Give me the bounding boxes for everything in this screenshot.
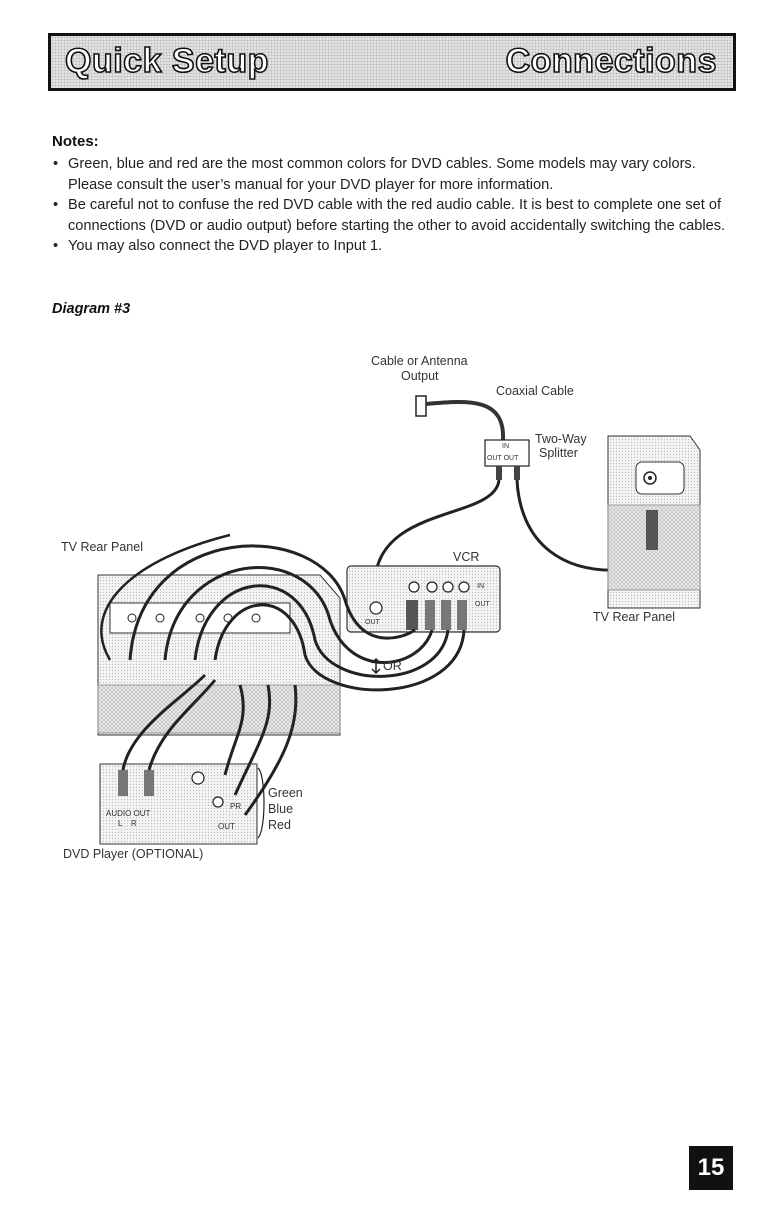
vcr-out-label-2: OUT [365,619,380,626]
tv-rear-panel-right-label: TV Rear Panel [593,610,675,624]
tv-vcr-cable [193,584,450,678]
splitter-label: Two-Way [535,432,587,446]
or-label: OR [383,659,402,673]
audio-out-label: AUDIO OUT [106,809,151,818]
blue-label: Blue [268,802,294,816]
audio-cable [147,679,217,771]
audio-cable [121,673,207,771]
vcr-label: VCR [453,550,480,564]
page-number: 15 [689,1146,733,1190]
or-arrow-icon [371,657,381,675]
header-title-right: Connections [505,41,718,81]
note-item: You may also connect the DVD player to I… [52,236,732,257]
lr-label: L R [118,819,137,828]
red-label: Red [268,818,291,832]
antenna-outlet [415,395,427,417]
tv-vcr-cable [163,566,434,664]
coaxial-cable-label: Coaxial Cable [496,384,574,398]
splitter-out-label: OUT OUT [487,455,519,462]
note-item: Green, blue and red are the most common … [52,154,732,195]
notes-heading: Notes: [52,133,99,150]
coaxial-cable [425,400,506,441]
diagram-title: Diagram #3 [52,301,131,317]
vcr-in-label: IN [477,583,484,590]
dvd-red-cable [243,684,298,816]
pr-label: PR [230,802,242,811]
splitter-in-label: IN [502,443,509,450]
vcr-out-label: OUT [475,601,490,608]
antenna-label: Cable or Antenna [371,354,468,368]
dvd-out-label: OUT [218,822,235,831]
dvd-blue-cable [233,684,272,796]
page-header: Quick Setup Connections [48,33,736,91]
antenna-label-2: Output [401,369,439,383]
notes-list: Green, blue and red are the most common … [52,154,732,257]
tv-rear-panel-left-label: TV Rear Panel [61,540,143,554]
dvd-player-label: DVD Player (OPTIONAL) [63,847,204,861]
tv-vcr-cable [213,603,466,692]
splitter-to-vcr-cable [373,479,501,581]
tv-vcr-cable [128,544,416,661]
header-title-left: Quick Setup [64,41,269,81]
splitter-label-2: Splitter [539,446,578,460]
dvd-green-cable [223,684,245,776]
green-label: Green [268,786,303,800]
note-item: Be careful not to confuse the red DVD ca… [52,195,732,236]
two-way-splitter [484,439,530,467]
